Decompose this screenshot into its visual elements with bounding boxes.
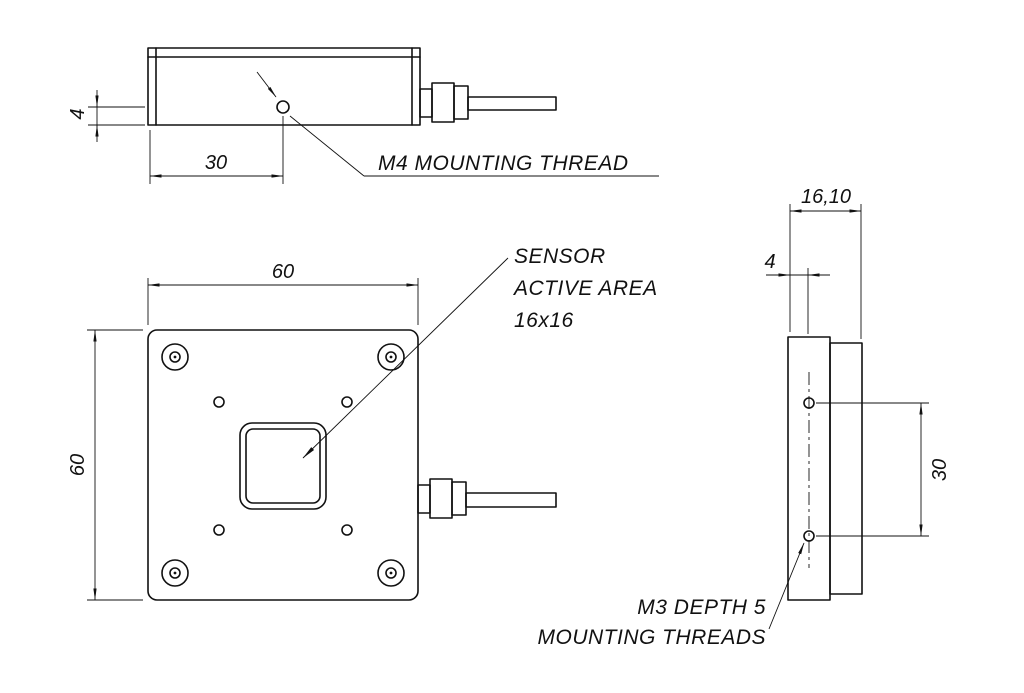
- sensor-label-line3: 16x16: [514, 309, 574, 332]
- leader-m3-threads: M3 DEPTH 5 MOUNTING THREADS: [538, 542, 805, 649]
- front-view-plate: [147, 329, 419, 601]
- dim-side-30: 30: [816, 402, 951, 537]
- sensor-label-line1: SENSOR: [514, 245, 606, 268]
- leader-sensor-area: SENSOR ACTIVE AREA 16x16: [302, 245, 658, 459]
- m3-label-line2: MOUNTING THREADS: [538, 626, 767, 649]
- front-view: 60 60 SENSOR ACTIVE AREA 16x16: [67, 245, 658, 601]
- top-view-cable-gland: [419, 82, 557, 123]
- dim-front-height-label: 60: [67, 454, 89, 476]
- side-view: 16,10 4 30 M3 DEPTH 5 MOUNTING THREADS: [538, 186, 952, 649]
- dim-top-30-label: 30: [205, 152, 227, 174]
- dim-front-height-60: 60: [67, 329, 143, 601]
- dim-top-30: 30: [149, 116, 284, 184]
- leader-m4-thread: M4 MOUNTING THREAD: [256, 71, 659, 177]
- m3-mounting-holes-front: [213, 396, 353, 536]
- dim-side-4-label: 4: [764, 251, 775, 273]
- dim-top-4-label: 4: [67, 108, 89, 119]
- front-view-cable-gland: [417, 478, 557, 519]
- corner-counterbore-holes: [161, 343, 405, 587]
- m3-mounting-holes-side: [803, 397, 815, 542]
- dim-side-thickness-label: 16,10: [801, 186, 851, 208]
- m3-label-line1: M3 DEPTH 5: [637, 596, 766, 619]
- m4-thread-hole: [276, 100, 290, 114]
- dim-front-width-label: 60: [272, 261, 294, 283]
- side-view-body: [829, 342, 863, 595]
- dim-side-thickness: 16,10: [789, 186, 862, 339]
- top-view: 4 30 M4 MOUNTING THREAD: [67, 47, 659, 184]
- dim-front-width-60: 60: [147, 261, 419, 325]
- top-view-outline: [147, 47, 421, 126]
- sensor-active-area: [239, 422, 327, 510]
- m4-thread-label: M4 MOUNTING THREAD: [378, 152, 629, 175]
- sensor-label-line2: ACTIVE AREA: [512, 277, 658, 300]
- dim-side-30-label: 30: [929, 459, 951, 481]
- dim-top-4: 4: [67, 90, 145, 142]
- dim-side-4: 4: [764, 251, 830, 334]
